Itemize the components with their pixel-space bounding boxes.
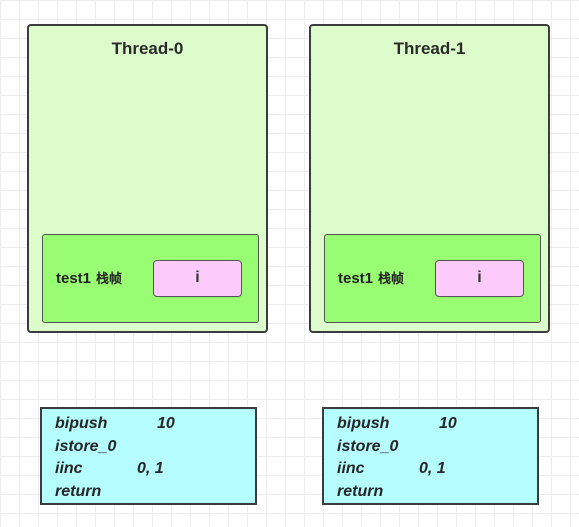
frame-label: test1 栈帧 [56, 268, 122, 287]
bytecode-line: return [337, 481, 537, 504]
local-variable-i: i [153, 260, 242, 297]
stack-frame: test1 栈帧 i [324, 234, 541, 323]
frame-label-text: 栈帧 [378, 272, 405, 287]
stack-frame: test1 栈帧 i [42, 234, 259, 323]
frame-label-text: 栈帧 [96, 272, 123, 287]
bytecode-box-thread-1: bipush 10 istore_0 iinc 0, 1 return [322, 407, 539, 505]
frame-label: test1 栈帧 [338, 268, 404, 287]
bytecode-line: bipush 10 [337, 413, 537, 436]
bytecode-arg: 0, 1 [419, 460, 446, 477]
local-variable-i: i [435, 260, 524, 297]
bytecode-line: iinc 0, 1 [55, 458, 255, 481]
bytecode-op: iinc [55, 460, 83, 477]
bytecode-op: istore_0 [337, 437, 399, 455]
thread-0-box: Thread-0 test1 栈帧 i [27, 24, 268, 333]
frame-method: test1 [338, 270, 374, 287]
bytecode-line: istore_0 [337, 436, 537, 459]
bytecode-line: iinc 0, 1 [337, 458, 537, 481]
bytecode-arg: 10 [439, 415, 457, 432]
bytecode-line: bipush 10 [55, 413, 255, 436]
bytecode-line: istore_0 [55, 436, 255, 459]
bytecode-op: return [337, 482, 384, 500]
bytecode-op: bipush [337, 415, 390, 432]
bytecode-arg: 10 [157, 415, 175, 432]
thread-title: Thread-1 [393, 39, 466, 58]
thread-title: Thread-0 [111, 39, 184, 58]
bytecode-op: istore_0 [55, 437, 117, 455]
bytecode-arg: 0, 1 [137, 460, 164, 477]
thread-1-box: Thread-1 test1 栈帧 i [309, 24, 550, 333]
frame-method: test1 [56, 270, 92, 287]
bytecode-op: bipush [55, 415, 108, 432]
bytecode-op: return [55, 482, 102, 500]
bytecode-op: iinc [337, 460, 365, 477]
bytecode-line: return [55, 481, 255, 504]
bytecode-box-thread-0: bipush 10 istore_0 iinc 0, 1 return [40, 407, 257, 505]
